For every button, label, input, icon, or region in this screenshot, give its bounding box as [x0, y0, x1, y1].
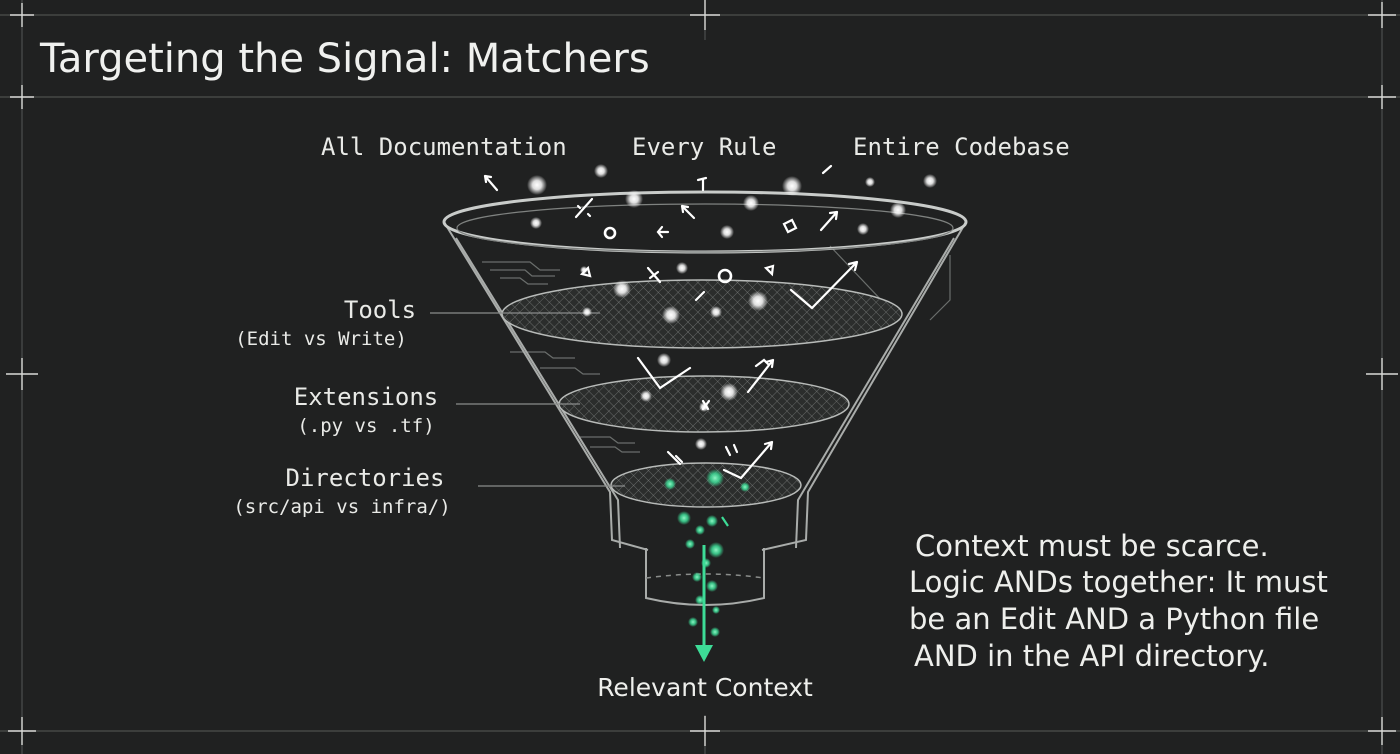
output-arrow — [695, 516, 729, 662]
source-label-documentation: All Documentation — [321, 133, 567, 161]
explanation-line-3: be an Edit AND a Python file — [909, 602, 1319, 636]
funnel-rim — [442, 190, 968, 254]
filter-tools-example: (Edit vs Write) — [235, 328, 407, 350]
source-labels: All Documentation Every Rule Entire Code… — [321, 133, 1070, 161]
input-particles — [527, 164, 937, 450]
filter-directories-label: Directories — [286, 464, 445, 492]
filter-meshes — [501, 279, 903, 508]
explanation-line-2: Logic ANDs together: It must — [909, 565, 1328, 599]
explanation-line-1: Context must be scarce. — [915, 529, 1269, 563]
output-label: Relevant Context — [597, 673, 813, 702]
funnel — [442, 190, 968, 606]
explanation-text: Context must be scarce. Logic ANDs toget… — [909, 529, 1328, 673]
directories-filter-mesh — [610, 462, 802, 508]
crosshair-marks — [6, 0, 1398, 746]
explanation-line-4: AND in the API directory. — [914, 639, 1269, 673]
filter-tools-label: Tools — [344, 296, 416, 324]
filter-extensions-label: Extensions — [294, 383, 439, 411]
source-label-codebase: Entire Codebase — [853, 133, 1070, 161]
input-glyph-particles — [483, 164, 859, 480]
source-label-rules: Every Rule — [632, 133, 777, 161]
funnel-right-wall — [761, 221, 967, 551]
filter-extensions-example: (.py vs .tf) — [297, 415, 434, 437]
slide-title: Targeting the Signal: Matchers — [39, 36, 650, 82]
funnel-left-wall — [443, 221, 649, 551]
tools-filter-mesh — [501, 279, 903, 349]
filter-directories-example: (src/api vs infra/) — [233, 496, 450, 518]
filter-labels: Tools (Edit vs Write) Extensions (.py vs… — [233, 296, 625, 518]
